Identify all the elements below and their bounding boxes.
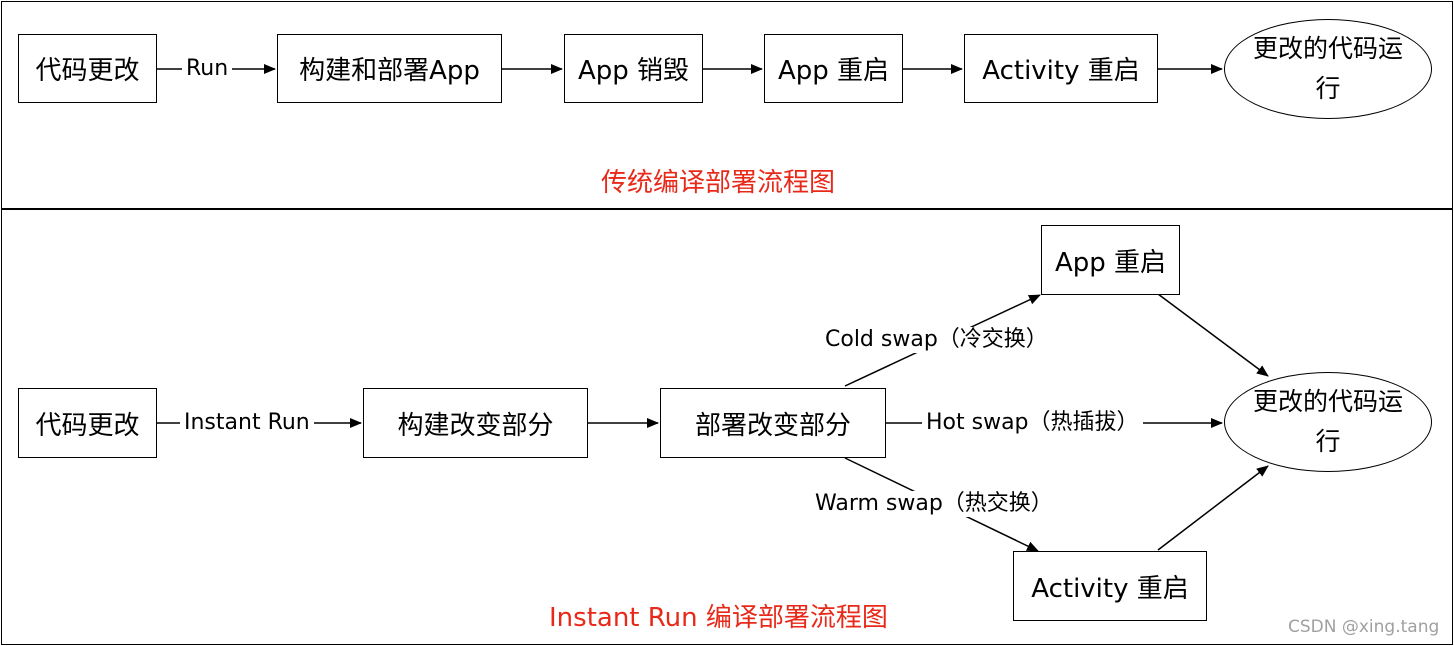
bottom-edge-cold-swap-label: Cold swap（冷交换） [821,327,1052,353]
bottom-node-activity-restart: Activity 重启 [1013,551,1207,621]
top-node-code-change: 代码更改 [18,34,157,103]
top-node-changed-code-runs: 更改的代码运行 [1224,19,1432,119]
watermark: CSDN @xing.tang [1288,617,1440,637]
bottom-edge-instant-run-label: Instant Run [180,410,314,436]
bottom-panel-frame [1,208,1453,645]
bottom-node-app-restart: App 重启 [1041,225,1180,295]
top-panel-frame [1,1,1453,210]
top-node-app-destroy: App 销毁 [564,34,703,103]
bottom-edge-hot-swap-label: Hot swap（热插拔） [922,410,1143,436]
top-panel-title: 传统编译部署流程图 [601,168,836,198]
top-node-activity-restart: Activity 重启 [964,34,1158,103]
bottom-node-changed-code-runs: 更改的代码运行 [1224,372,1432,472]
bottom-edge-warm-swap-label: Warm swap（热交换） [811,491,1057,517]
top-node-app-restart: App 重启 [764,34,903,103]
bottom-node-deploy-changes: 部署改变部分 [660,388,886,458]
bottom-node-code-change: 代码更改 [18,388,157,458]
bottom-arrow-activity-restart-to-run [1157,465,1269,551]
bottom-arrow-app-restart-to-run [1157,293,1269,377]
top-edge-run-label: Run [182,56,233,82]
bottom-panel-title: Instant Run 编译部署流程图 [549,603,888,633]
top-node-build-deploy: 构建和部署App [277,34,502,103]
bottom-node-build-changes: 构建改变部分 [363,388,588,458]
